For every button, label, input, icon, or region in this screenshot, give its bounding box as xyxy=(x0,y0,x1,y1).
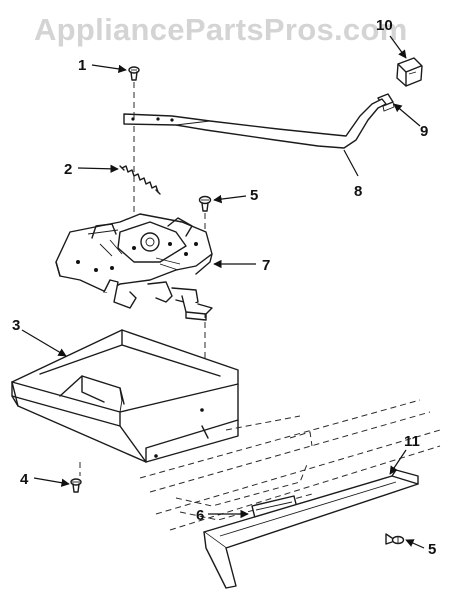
callout-6: 6 xyxy=(196,507,204,524)
part-2-spring xyxy=(119,165,161,195)
callout-7: 7 xyxy=(262,257,270,274)
part-8-lever-rod xyxy=(123,98,387,149)
phantom-cabinet-outline xyxy=(79,399,441,531)
part-5-screw-top xyxy=(198,195,212,212)
part-10-knob xyxy=(396,57,423,87)
callout-5-bottom: 5 xyxy=(428,541,436,558)
watermark-text: AppliancePartsPros.com xyxy=(34,12,408,47)
callout-5-top: 5 xyxy=(250,187,258,204)
callout-3: 3 xyxy=(12,317,20,334)
leader-lines xyxy=(21,35,425,549)
callout-8: 8 xyxy=(354,183,362,200)
part-3-base-pan xyxy=(11,329,239,463)
callout-1: 1 xyxy=(78,57,86,74)
part-4-screw xyxy=(70,478,82,493)
callout-9: 9 xyxy=(420,123,428,140)
callout-10: 10 xyxy=(376,17,393,34)
callout-2: 2 xyxy=(64,161,72,178)
callout-11: 11 xyxy=(404,433,420,450)
part-7-latch-assembly xyxy=(55,213,213,321)
part-11-trim-bracket xyxy=(203,469,419,589)
callout-4: 4 xyxy=(20,471,29,488)
part-1-screw xyxy=(128,66,140,81)
part-5-screw-bottom xyxy=(385,533,405,545)
